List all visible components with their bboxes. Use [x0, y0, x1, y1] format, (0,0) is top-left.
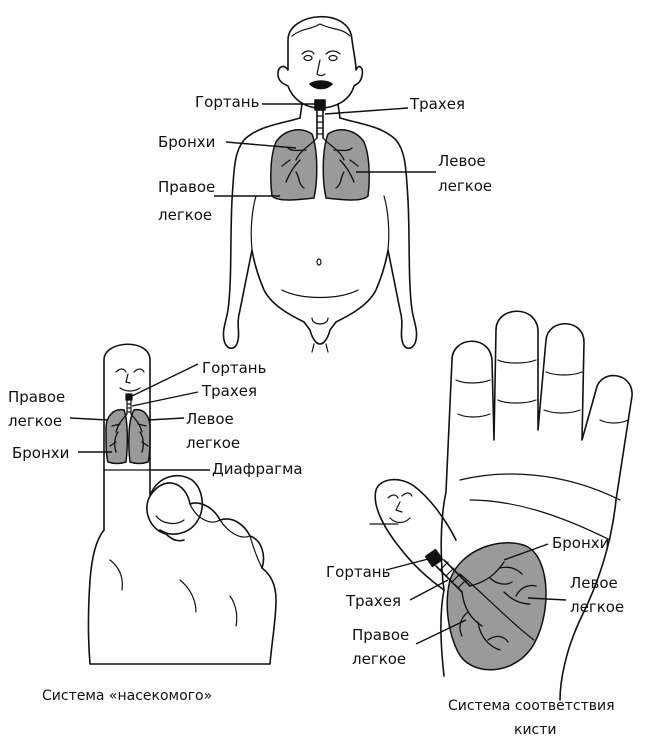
hand-label-right-lung-1: Правое: [352, 626, 409, 644]
body-figure: Гортань Трахея Бронхи Правое легкое Лево…: [158, 15, 492, 353]
hand-caption-line2: кисти: [514, 722, 557, 738]
hand-label-right-lung-2: легкое: [352, 650, 406, 668]
body-right-lung: [270, 129, 318, 201]
finger-larynx: [125, 393, 133, 401]
finger-figure: Гортань Трахея Правое легкое Левое легко…: [8, 343, 303, 704]
finger-label-larynx: Гортань: [202, 359, 266, 377]
body-trachea: [316, 109, 324, 139]
finger-left-lung: [128, 408, 151, 465]
finger-label-diaphragm: Диафрагма: [212, 460, 303, 478]
finger-bronchi: [109, 413, 149, 453]
body-label-left-lung-1: Левое: [438, 152, 486, 170]
finger-label-bronchi: Бронхи: [12, 444, 69, 462]
finger-trachea: [126, 399, 132, 415]
hand-figure: Бронхи Гортань Левое легкое Трахея Право…: [326, 310, 633, 738]
finger-label-left-lung-2: легкое: [186, 434, 240, 452]
fist-outline: [87, 482, 277, 665]
body-label-trachea: Трахея: [409, 95, 465, 113]
hand-lung-oval: [446, 542, 547, 671]
body-label-left-lung-2: легкое: [438, 177, 492, 195]
body-left-lung: [322, 129, 370, 201]
body-label-right-lung-2: легкое: [158, 206, 212, 224]
finger-label-left-lung-1: Левое: [186, 410, 234, 428]
body-torso-outline: [222, 117, 418, 350]
finger-caption: Система «насекомого»: [42, 688, 212, 704]
hand-thumb-outline: [374, 478, 457, 591]
hand-label-larynx: Гортань: [326, 563, 390, 581]
finger-label-trachea: Трахея: [201, 382, 257, 400]
hand-label-left-lung-2: легкое: [570, 598, 624, 616]
hand-larynx: [424, 548, 444, 568]
body-bronchi: [281, 137, 359, 189]
hand-label-bronchi: Бронхи: [552, 534, 609, 552]
body-label-bronchi: Бронхи: [158, 133, 215, 151]
body-head-outline: [277, 15, 364, 109]
body-larynx: [314, 99, 326, 111]
body-label-right-lung-1: Правое: [158, 178, 215, 196]
hand-caption-line1: Система соответствия: [448, 698, 615, 714]
hand-label-trachea: Трахея: [345, 592, 401, 610]
body-label-larynx: Гортань: [195, 93, 259, 111]
finger-label-right-lung-2: легкое: [8, 412, 62, 430]
finger-label-right-lung-1: Правое: [8, 388, 65, 406]
hand-outline: [440, 310, 633, 701]
finger-outline: [103, 343, 151, 531]
hand-label-left-lung-1: Левое: [570, 574, 618, 592]
finger-right-lung: [105, 408, 129, 465]
